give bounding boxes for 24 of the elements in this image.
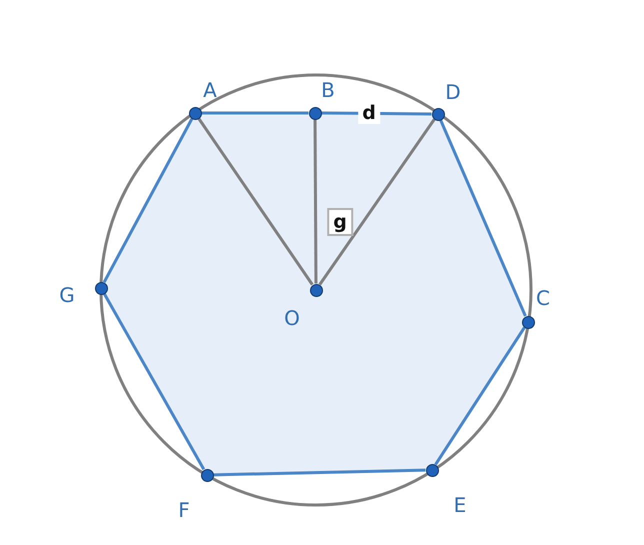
line-segment <box>213 468 426 476</box>
line-segment <box>434 326 526 466</box>
line-segment <box>314 120 318 284</box>
line-segment <box>202 112 308 114</box>
line-segment <box>321 112 432 116</box>
line-segment <box>102 292 206 470</box>
point-dot <box>308 106 322 120</box>
point-label: O <box>284 307 300 329</box>
point-dot <box>432 108 444 120</box>
segment-label: d <box>358 102 380 124</box>
point-label: G <box>59 284 75 306</box>
point-label: F <box>178 499 190 521</box>
line-segment <box>102 118 194 283</box>
point-label: E <box>454 494 466 516</box>
point-label: D <box>445 81 461 103</box>
line-segment <box>439 119 527 317</box>
segment-label: g <box>327 208 353 236</box>
point-dot <box>94 282 108 294</box>
point-label: B <box>321 79 335 101</box>
line-segment <box>197 118 314 286</box>
point-label: C <box>536 287 550 309</box>
point-dot <box>188 106 202 120</box>
point-label: A <box>203 79 217 101</box>
line-segment <box>318 118 436 286</box>
